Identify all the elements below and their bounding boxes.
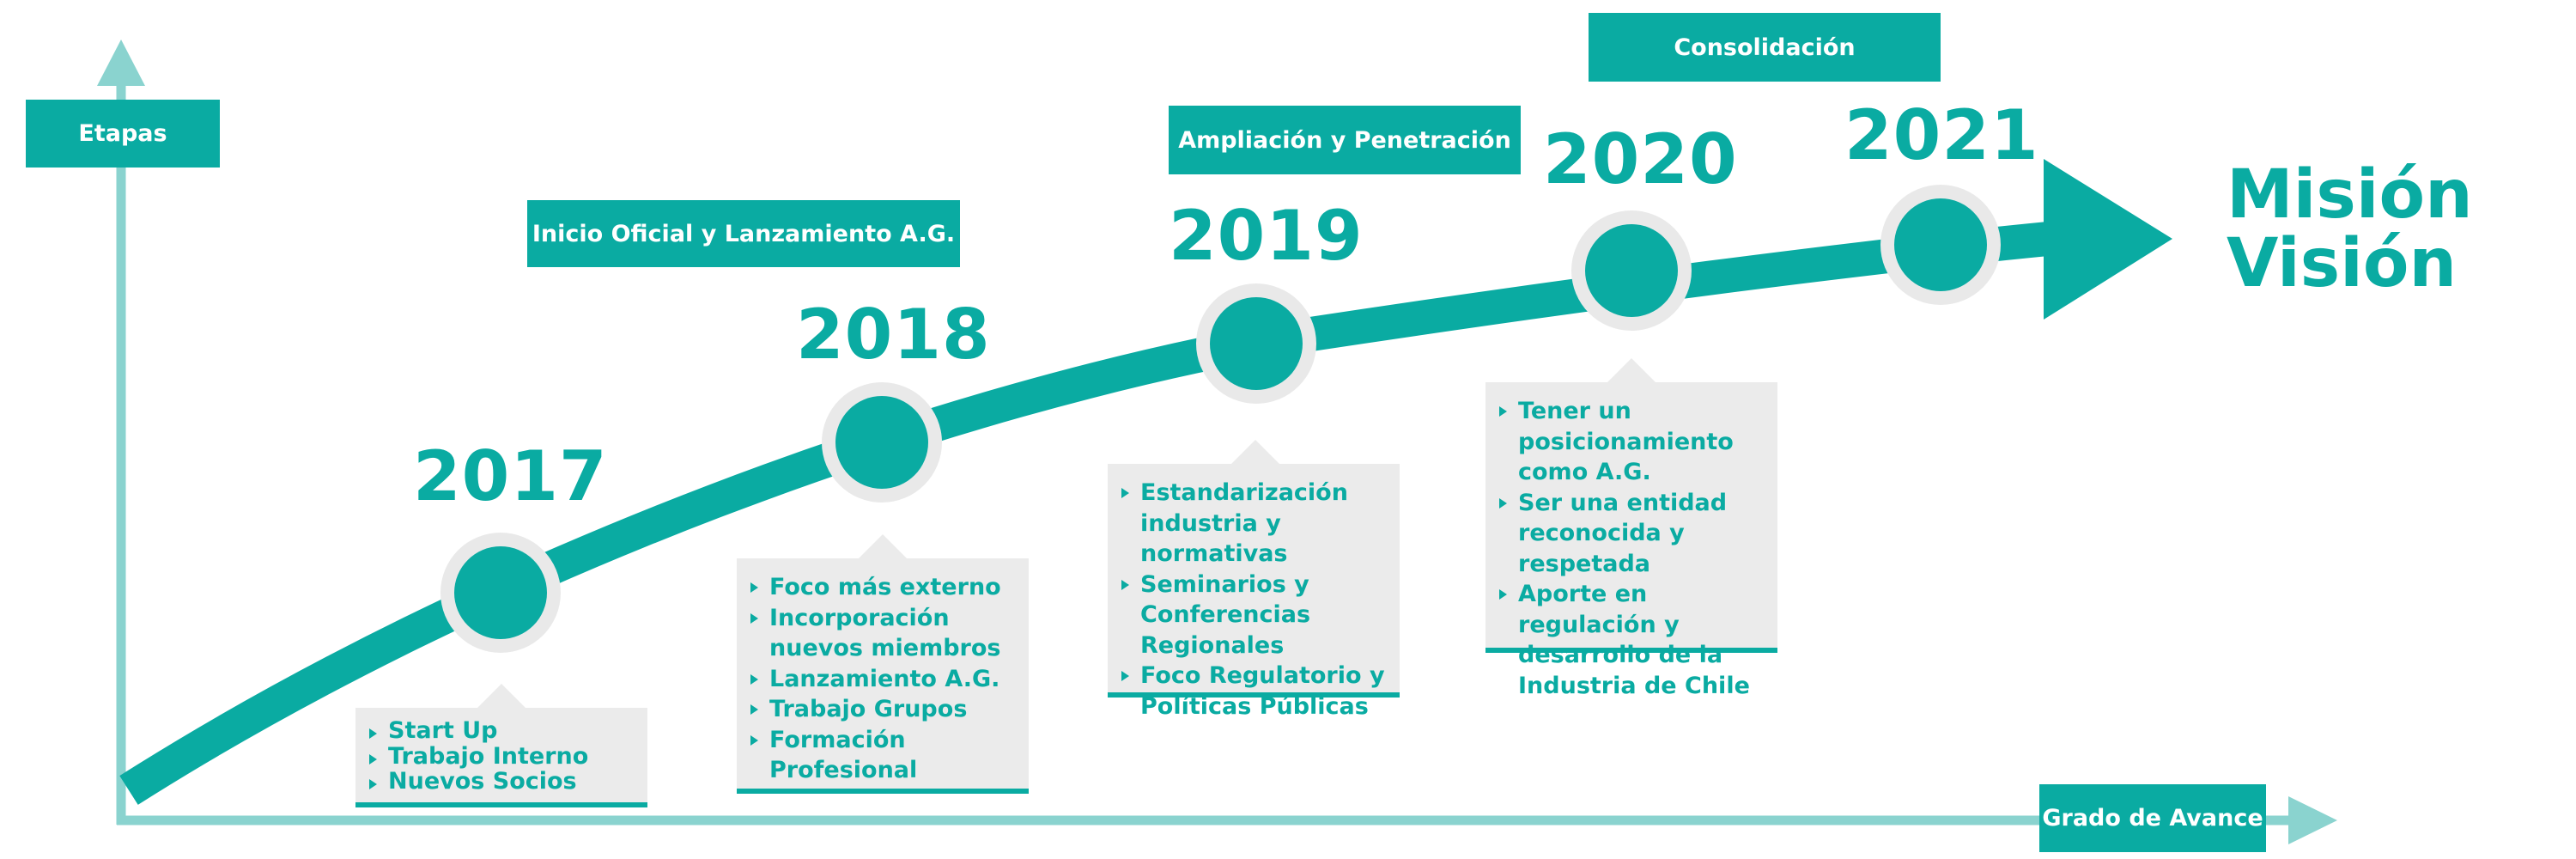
- year-2018: 2018: [796, 295, 991, 375]
- list-item: Ser una entidad reconocida y respetada: [1499, 488, 1769, 580]
- milestone-node-2018: [822, 382, 942, 503]
- stage-tag-consolidacion: Consolidación: [1589, 13, 1941, 82]
- list-item: Aporte en regulación y desarrollo de la …: [1499, 579, 1769, 701]
- list-item: Lanzamiento A.G.: [750, 664, 1020, 695]
- card-list-2020: Tener un posicionamiento como A.G. Ser u…: [1499, 396, 1769, 701]
- year-2021: 2021: [1844, 95, 2039, 175]
- list-item: Start Up: [369, 718, 639, 744]
- list-item: Nuevos Socios: [369, 769, 639, 795]
- card-list-2019: Estandarización industria y normativas S…: [1121, 478, 1391, 722]
- growth-arrowhead: [2044, 159, 2172, 320]
- list-item: Trabajo Interno: [369, 743, 639, 770]
- milestone-node-2020: [1571, 210, 1692, 331]
- milestone-node-2019: [1196, 283, 1316, 404]
- list-item: Trabajo Grupos: [750, 694, 1020, 725]
- x-axis-label: Grado de Avance: [2039, 784, 2266, 852]
- milestone-card-2019: Estandarización industria y normativas S…: [1108, 440, 1400, 720]
- stage-tag-ampliacion: Ampliación y Penetración: [1169, 106, 1521, 174]
- x-axis-arrowhead: [2288, 796, 2337, 844]
- goal-text: Misión Visión: [2227, 161, 2473, 298]
- year-2020: 2020: [1543, 119, 1738, 199]
- card-list-2017: Start Up Trabajo Interno Nuevos Socios: [369, 718, 639, 795]
- list-item: Foco Regulatorio y Políticas Públicas: [1121, 661, 1391, 722]
- list-item: Incorporación nuevos miembros: [750, 603, 1020, 664]
- milestone-node-2017: [440, 533, 561, 653]
- list-item: Foco más externo: [750, 572, 1020, 603]
- y-axis-label: Etapas: [26, 100, 220, 168]
- milestone-card-2018: Foco más externo Incorporación nuevos mi…: [737, 534, 1029, 794]
- milestone-card-2020: Tener un posicionamiento como A.G. Ser u…: [1485, 358, 1777, 699]
- card-list-2018: Foco más externo Incorporación nuevos mi…: [750, 572, 1020, 786]
- milestone-node-2021: [1880, 185, 2001, 305]
- list-item: Estandarización industria y normativas: [1121, 478, 1391, 570]
- list-item: Formación Profesional: [750, 725, 1020, 786]
- y-axis-arrowhead: [97, 40, 145, 86]
- milestone-card-2017: Start Up Trabajo Interno Nuevos Socios: [355, 684, 647, 807]
- list-item: Tener un posicionamiento como A.G.: [1499, 396, 1769, 488]
- list-item: Seminarios y Conferencias Regionales: [1121, 570, 1391, 661]
- goal-line-vision: Visión: [2227, 224, 2458, 302]
- year-2019: 2019: [1169, 196, 1364, 276]
- stage-tag-inicio: Inicio Oficial y Lanzamiento A.G.: [527, 200, 960, 267]
- goal-line-mision: Misión: [2227, 156, 2473, 234]
- year-2017: 2017: [413, 436, 608, 516]
